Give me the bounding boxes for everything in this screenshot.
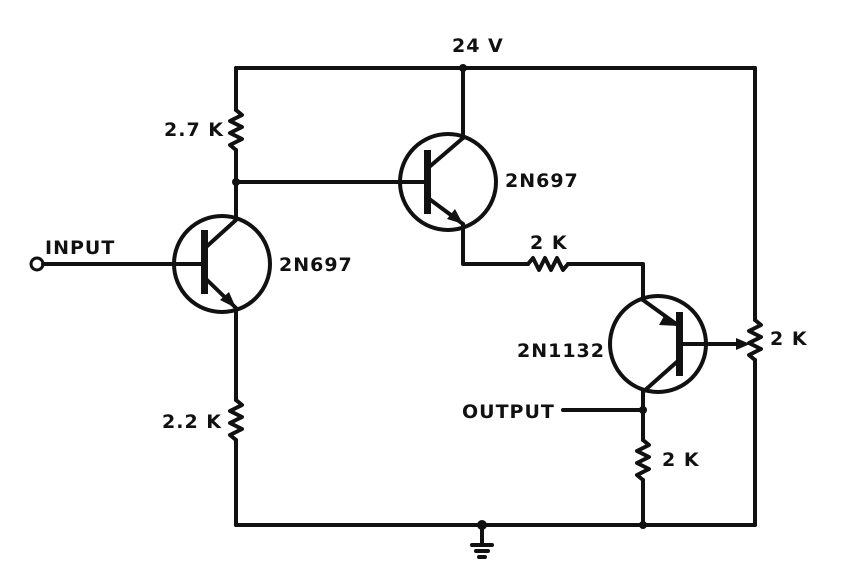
supply-label: 24 V: [452, 35, 504, 57]
q2-label: 2N697: [505, 170, 579, 192]
pot-wiper-arrow: [736, 338, 750, 350]
resistor-2k-series: [526, 256, 570, 272]
q2-emitter-wire: [461, 222, 530, 266]
potentiometer-2k-label: 2 K: [770, 328, 808, 350]
resistor-2k2-label: 2.2 K: [162, 411, 222, 433]
resistor-2k-series-label: 2 K: [530, 232, 568, 254]
potentiometer-2k: [747, 318, 763, 362]
resistor-2k-load-label: 2 K: [662, 449, 700, 471]
resistor-2k-load: [635, 438, 651, 482]
resistor-2k7: [228, 108, 244, 152]
resistor-2k7-label: 2.7 K: [164, 119, 224, 141]
output-label: OUTPUT: [462, 401, 555, 423]
q1-label: 2N697: [279, 254, 353, 276]
input-label: INPUT: [45, 237, 115, 259]
q3-emitter-wire: [566, 262, 645, 302]
q3-label: 2N1132: [517, 340, 605, 362]
resistor-2k2: [228, 398, 244, 442]
load-ground-node: [639, 521, 647, 529]
transistor-q2: [398, 132, 498, 232]
ground-icon: [470, 523, 494, 559]
